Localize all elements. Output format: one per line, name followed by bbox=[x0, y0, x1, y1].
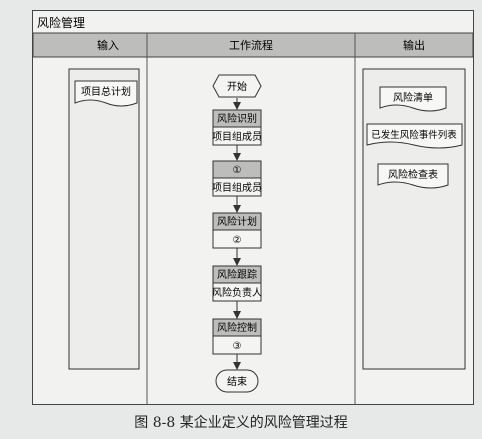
svg-text:风险跟踪: 风险跟踪 bbox=[217, 268, 257, 281]
step-risk-control: 风险控制 ③ bbox=[212, 318, 262, 355]
svg-text:项目组成员: 项目组成员 bbox=[212, 130, 262, 143]
svg-text:风险负责人: 风险负责人 bbox=[212, 286, 262, 299]
diagram-title: 风险管理 bbox=[37, 15, 85, 30]
step-risk-planning: 风险计划 ② bbox=[212, 212, 262, 249]
svg-text:风险清单: 风险清单 bbox=[393, 91, 433, 104]
risk-process-diagram: 风险管理 输入 工作流程 输出 项目总计划 开始 风险识别 项目组成员 ① 项目… bbox=[32, 15, 474, 404]
svg-text:项目组成员: 项目组成员 bbox=[212, 181, 262, 194]
svg-text:风险检查表: 风险检查表 bbox=[388, 168, 438, 181]
svg-text:项目总计划: 项目总计划 bbox=[81, 85, 131, 98]
figure-caption: 图 8-8 某企业定义的风险管理过程 bbox=[134, 415, 348, 431]
svg-text:风险识别: 风险识别 bbox=[217, 112, 257, 125]
svg-text:③: ③ bbox=[233, 341, 242, 352]
svg-text:结束: 结束 bbox=[227, 375, 247, 388]
column-header-workflow: 工作流程 bbox=[229, 38, 273, 52]
output-doc-occurred-events: 已发生风险事件列表 bbox=[366, 123, 463, 149]
column-header-output: 输出 bbox=[403, 38, 425, 52]
end-node: 结束 bbox=[215, 369, 259, 393]
column-header-input: 输入 bbox=[97, 38, 119, 52]
svg-text:开始: 开始 bbox=[227, 80, 247, 93]
start-node: 开始 bbox=[212, 74, 262, 98]
step-risk-identification: 风险识别 项目组成员 bbox=[212, 109, 262, 146]
step-1: ① 项目组成员 bbox=[212, 160, 262, 197]
svg-text:已发生风险事件列表: 已发生风险事件列表 bbox=[371, 129, 457, 141]
step-risk-tracking: 风险跟踪 风险负责人 bbox=[212, 265, 262, 302]
svg-text:风险控制: 风险控制 bbox=[217, 321, 257, 334]
svg-text:②: ② bbox=[233, 235, 242, 246]
output-doc-risk-list: 风险清单 bbox=[379, 86, 447, 112]
svg-text:①: ① bbox=[233, 165, 242, 176]
input-doc-project-plan: 项目总计划 bbox=[74, 80, 138, 107]
diagram-frame: 风险管理 输入 工作流程 输出 项目总计划 开始 风险识别 项目组成员 ① 项目… bbox=[32, 10, 474, 405]
output-doc-risk-checklist: 风险检查表 bbox=[377, 163, 449, 189]
svg-text:风险计划: 风险计划 bbox=[217, 215, 257, 228]
